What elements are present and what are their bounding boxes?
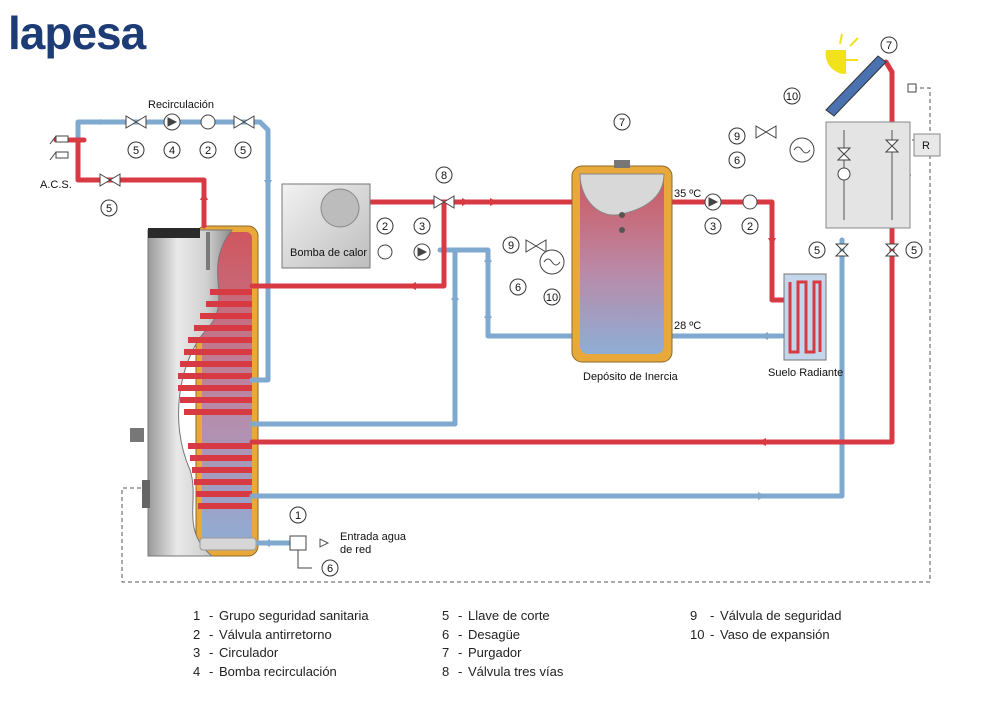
legend-item: 10-Vaso de expansión [690, 626, 830, 642]
callout-7: 7 [880, 36, 898, 54]
solar-collector [825, 55, 887, 117]
callout-number: 5 [814, 245, 820, 257]
legend-item: 2-Válvula antirretorno [193, 626, 332, 642]
callout-number: 2 [205, 145, 211, 157]
callout-number: 6 [734, 155, 740, 167]
legend-item: 7-Purgador [442, 645, 522, 660]
inertia-tank-components [525, 193, 758, 275]
callout-number: 5 [133, 145, 139, 157]
solar-controller [913, 133, 941, 157]
underfloor-heating-label: Suelo Radiante [768, 367, 843, 379]
callout-number: 10 [786, 91, 798, 103]
callout-number: 9 [508, 240, 514, 252]
callout-number: 5 [240, 145, 246, 157]
return-temperature: 28 ºC [674, 320, 701, 332]
safety-group [289, 535, 312, 569]
callout-6: 6 [728, 151, 746, 169]
callout-7: 7 [613, 113, 631, 131]
legend-item: 5-Llave de corte [442, 608, 550, 623]
callout-6: 6 [509, 278, 527, 296]
underfloor-heating-panel [783, 273, 827, 361]
callout-number: 2 [747, 221, 753, 233]
legend-col3: 9-Válvula de seguridad 10-Vaso de expans… [690, 608, 841, 645]
brand-logo: lapesa [8, 7, 146, 59]
callout-number: 3 [710, 221, 716, 233]
callout-number: 1 [295, 510, 301, 522]
callout-number: 6 [327, 563, 333, 575]
callout-6: 6 [321, 559, 339, 577]
callout-5: 5 [100, 199, 118, 217]
callout-3: 3 [413, 217, 431, 235]
legend-item: 1-Grupo seguridad sanitaria [193, 608, 369, 623]
acs-taps [49, 135, 69, 161]
legend-item: 8-Válvula tres vías [442, 663, 564, 679]
callout-number: 5 [106, 203, 112, 215]
legend-item: 6-Desagüe [442, 626, 521, 642]
callout-9: 9 [728, 127, 746, 145]
callout-10: 10 [783, 87, 801, 105]
sun-icon [825, 33, 859, 75]
callout-4: 4 [163, 141, 181, 159]
component-callouts: 5 4 2 5 5 8 2 3 7 9 6 10 3 2 10 9 6 7 5 5 1 6 [100, 36, 923, 577]
inlet-label-line2: de red [340, 544, 371, 556]
legend-col2: 5-Llave de corte 6-Desagüe 7-Purgador 8-… [442, 608, 563, 682]
callout-5: 5 [905, 241, 923, 259]
callout-number: 6 [515, 282, 521, 294]
cold-pipes [75, 119, 845, 546]
controller-label: R [922, 140, 930, 152]
callout-number: 9 [734, 131, 740, 143]
callout-number: 7 [886, 40, 892, 52]
callout-5: 5 [127, 141, 145, 159]
recirculation-label: Recirculación [148, 99, 214, 111]
solar-pump-station [825, 121, 911, 229]
acs-storage-tank [130, 225, 259, 557]
acs-label: A.C.S. [40, 179, 72, 191]
legend-col1: 1-Grupo seguridad sanitaria 2-Válvula an… [193, 608, 369, 682]
inertia-tank-label: Depósito de Inercia [583, 371, 679, 383]
inertia-tank [571, 160, 673, 363]
callout-number: 4 [169, 145, 175, 157]
recirculation-line-components [99, 113, 255, 187]
solar-circuit-components [755, 83, 917, 257]
callout-2: 2 [199, 141, 217, 159]
callout-number: 8 [441, 170, 447, 182]
callout-2: 2 [376, 217, 394, 235]
callout-5: 5 [808, 241, 826, 259]
heat-pump-unit [281, 183, 371, 269]
callout-9: 9 [502, 236, 520, 254]
callout-8: 8 [435, 166, 453, 184]
callout-number: 5 [911, 245, 917, 257]
callout-3: 3 [704, 217, 722, 235]
callout-1: 1 [289, 506, 307, 524]
inlet-label-line1: Entrada agua [340, 531, 407, 543]
callout-10: 10 [543, 288, 561, 306]
legend-item: 9-Válvula de seguridad [690, 608, 842, 623]
legend-item: 3-Circulador [193, 645, 279, 660]
heat-pump-circulators [377, 195, 455, 261]
heat-pump-label: Bomba de calor [290, 247, 367, 259]
legend-item: 4-Bomba recirculación [193, 663, 337, 679]
callout-number: 10 [546, 292, 558, 304]
supply-temperature: 35 ºC [674, 188, 701, 200]
callout-2: 2 [741, 217, 759, 235]
callout-5: 5 [234, 141, 252, 159]
callout-number: 2 [382, 221, 388, 233]
flow-arrows [100, 119, 776, 548]
callout-number: 7 [619, 117, 625, 129]
callout-number: 3 [419, 221, 425, 233]
